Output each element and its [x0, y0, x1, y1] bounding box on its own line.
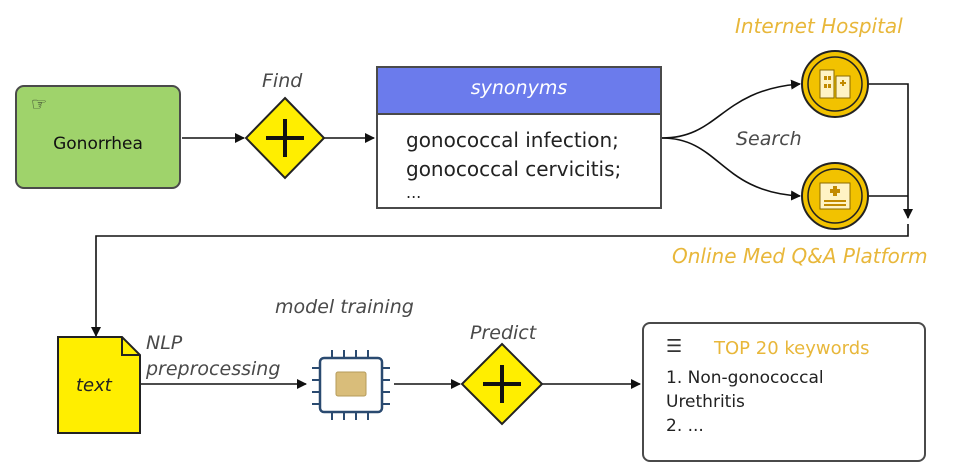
keyword-item: Urethritis — [666, 392, 745, 412]
top-keywords-title: TOP 20 keywords — [714, 338, 870, 359]
keyword-item: 2. ... — [666, 416, 704, 436]
model-chip-icon — [312, 350, 390, 420]
synonyms-title: synonyms — [378, 68, 660, 115]
edge-synonyms-to-hospital — [661, 79, 801, 139]
text-document-label: text — [76, 375, 112, 396]
edge-hospital-to-merge — [868, 83, 913, 219]
start-node-gonorrhea: ☞ Gonorrhea — [15, 85, 181, 189]
medical-platform-icon — [801, 162, 869, 230]
nlp-label-line2: preprocessing — [146, 358, 281, 380]
edge-synonyms-to-platform — [661, 137, 801, 201]
keyword-item: 1. Non-gonococcal — [666, 368, 824, 388]
edge-merge-to-text — [91, 224, 909, 337]
predict-gateway — [460, 342, 544, 426]
predict-label: Predict — [470, 322, 537, 344]
top-keywords-box: ☰ TOP 20 keywords 1. Non-gonococcal Uret… — [642, 322, 926, 462]
find-label: Find — [262, 70, 303, 92]
hospital-building-icon — [801, 50, 869, 118]
synonym-item: ... — [406, 183, 422, 202]
pointing-hand-icon: ☞ — [31, 94, 48, 115]
online-platform-label: Online Med Q&A Platform — [672, 244, 928, 268]
internet-hospital-label: Internet Hospital — [735, 14, 903, 38]
synonym-item: gonococcal infection; — [406, 128, 619, 152]
search-label: Search — [736, 128, 802, 150]
flow-diagram — [57, 50, 913, 434]
start-node-label: Gonorrhea — [53, 134, 143, 154]
synonyms-box: synonyms gonococcal infection; gonococca… — [376, 66, 662, 209]
synonym-item: gonococcal cervicitis; — [406, 157, 622, 181]
scroll-list-icon: ☰ — [666, 336, 683, 357]
nlp-label-line1: NLP — [146, 332, 183, 354]
text-document-icon — [57, 336, 141, 434]
find-gateway — [244, 96, 326, 180]
model-training-label: model training — [275, 296, 414, 318]
